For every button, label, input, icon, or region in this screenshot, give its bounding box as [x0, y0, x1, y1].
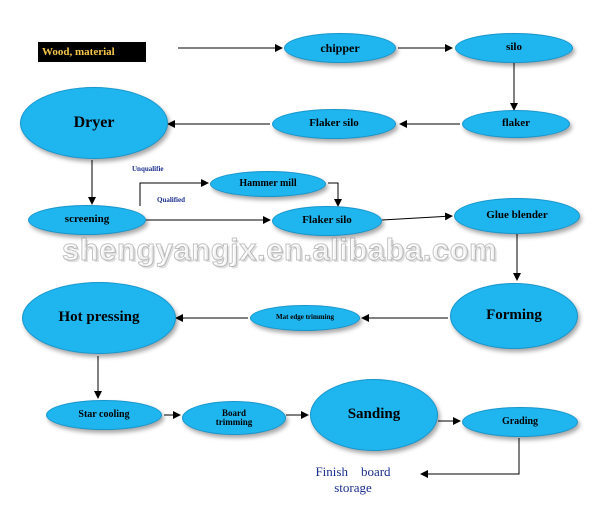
node-grading-label: Grading [501, 415, 539, 427]
node-mat-edge-trimming-label: Mat edge trimming [276, 313, 334, 322]
node-silo-label: silo [506, 41, 522, 54]
node-screening-label: screening [64, 213, 110, 226]
label-unqualified: Unqualifie [132, 165, 164, 173]
finish-board-storage-label: Finish board storage [315, 464, 391, 496]
node-star-cooling: Star cooling [46, 400, 162, 430]
node-hot-pressing-label: Hot pressing [58, 309, 140, 326]
label-qualified: Qualified [157, 196, 186, 204]
arrow-screening-to-hammer-mill [139, 179, 209, 206]
node-glue-blender: Glue blender [454, 198, 580, 234]
node-chipper-label: chipper [320, 40, 360, 55]
node-mat-edge-trimming: Mat edge trimming [250, 305, 360, 331]
node-forming-label: Forming [486, 307, 542, 324]
node-flaker-label: flaker [501, 117, 531, 130]
node-dryer: Dryer [20, 87, 168, 159]
node-hammer-mill-label: Hammer mill [239, 177, 297, 189]
node-grading: Grading [462, 407, 578, 437]
node-board-trimming: Board trimming [182, 401, 286, 435]
arrow-flaker-silo-to-glue-blender [381, 212, 453, 221]
node-sanding: Sanding [310, 379, 438, 451]
arrow-grading-to-finish [420, 438, 520, 478]
node-flaker-silo-lower-label: Flaker silo [302, 214, 352, 227]
node-chipper: chipper [284, 33, 396, 63]
node-dryer-label: Dryer [73, 113, 115, 131]
node-hot-pressing: Hot pressing [22, 282, 176, 354]
node-silo: silo [455, 33, 573, 63]
node-sanding-label: Sanding [347, 406, 401, 423]
node-board-trimming-label: Board trimming [215, 407, 253, 427]
node-flaker: flaker [462, 110, 570, 138]
node-glue-blender-label: Glue blender [486, 209, 548, 222]
node-hammer-mill: Hammer mill [210, 171, 326, 197]
node-forming: Forming [450, 283, 578, 349]
node-flaker-silo-lower: Flaker silo [272, 206, 382, 236]
arrow-hammer-mill-to-flaker-silo [328, 182, 342, 207]
node-star-cooling-label: Star cooling [78, 408, 130, 420]
node-flaker-silo-upper: Flaker silo [272, 109, 396, 139]
start-wood-material-label: Wood, material [38, 42, 146, 62]
node-screening: screening [28, 205, 146, 235]
node-flaker-silo-upper-label: Flaker silo [309, 117, 359, 130]
